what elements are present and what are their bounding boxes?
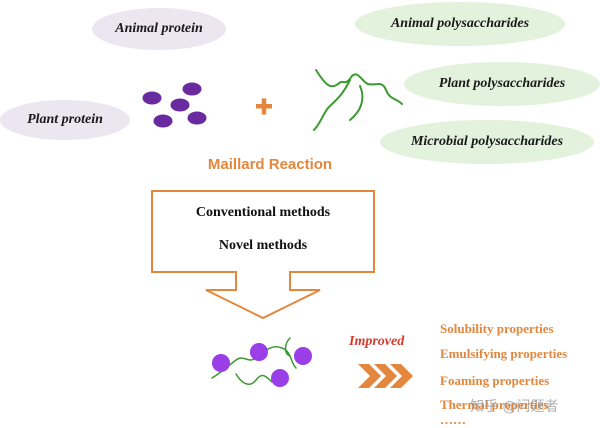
polysaccharide-chain-icon	[313, 69, 403, 131]
conjugate-dot	[294, 347, 312, 365]
improved-label: Improved	[349, 334, 405, 349]
plant-polysaccharides-text: Plant polysaccharides	[438, 76, 566, 91]
protein-dot	[170, 98, 190, 112]
plant-protein-text: Plant protein	[27, 112, 103, 127]
chevron	[374, 364, 397, 388]
triple-chevron-right-icon	[358, 364, 413, 388]
watermark: 知乎 @问题者	[470, 399, 559, 415]
protein-dot	[182, 82, 202, 96]
conventional-methods-label: Conventional methods	[195, 205, 331, 220]
maillard-reaction-title: Maillard Reaction	[207, 156, 333, 173]
conjugate-dot	[212, 354, 230, 372]
plant-polysaccharides-label: Plant polysaccharides	[404, 62, 600, 106]
property-item: Thermal properties	[440, 397, 549, 412]
plant-protein-label: Plant protein	[0, 100, 130, 140]
down-arrow-icon	[151, 190, 375, 320]
protein-dot	[187, 111, 207, 125]
animal-polysaccharides-text: Animal polysaccharides	[390, 16, 530, 31]
glycoconjugate-icon	[211, 337, 312, 387]
plus-icon	[256, 98, 272, 115]
novel-methods-label: Novel methods	[218, 238, 308, 253]
protein-molecules-icon	[142, 82, 207, 128]
microbial-polysaccharides-text: Microbial polysaccharides	[410, 134, 564, 149]
protein-dot	[153, 114, 173, 128]
conjugate-dot	[271, 369, 289, 387]
property-item: Foaming properties	[440, 373, 550, 388]
property-item: Solubility properties	[440, 321, 554, 336]
chevron	[358, 364, 381, 388]
chevron	[390, 364, 413, 388]
property-item: Emulsifying properties	[440, 346, 568, 361]
property-ellipsis: ……	[440, 412, 466, 427]
animal-protein-label: Animal protein	[92, 8, 226, 50]
microbial-polysaccharides-label: Microbial polysaccharides	[380, 120, 594, 164]
animal-protein-text: Animal protein	[115, 21, 203, 36]
conjugate-dot	[250, 343, 268, 361]
protein-dot	[142, 91, 162, 105]
animal-polysaccharides-label: Animal polysaccharides	[355, 2, 565, 46]
